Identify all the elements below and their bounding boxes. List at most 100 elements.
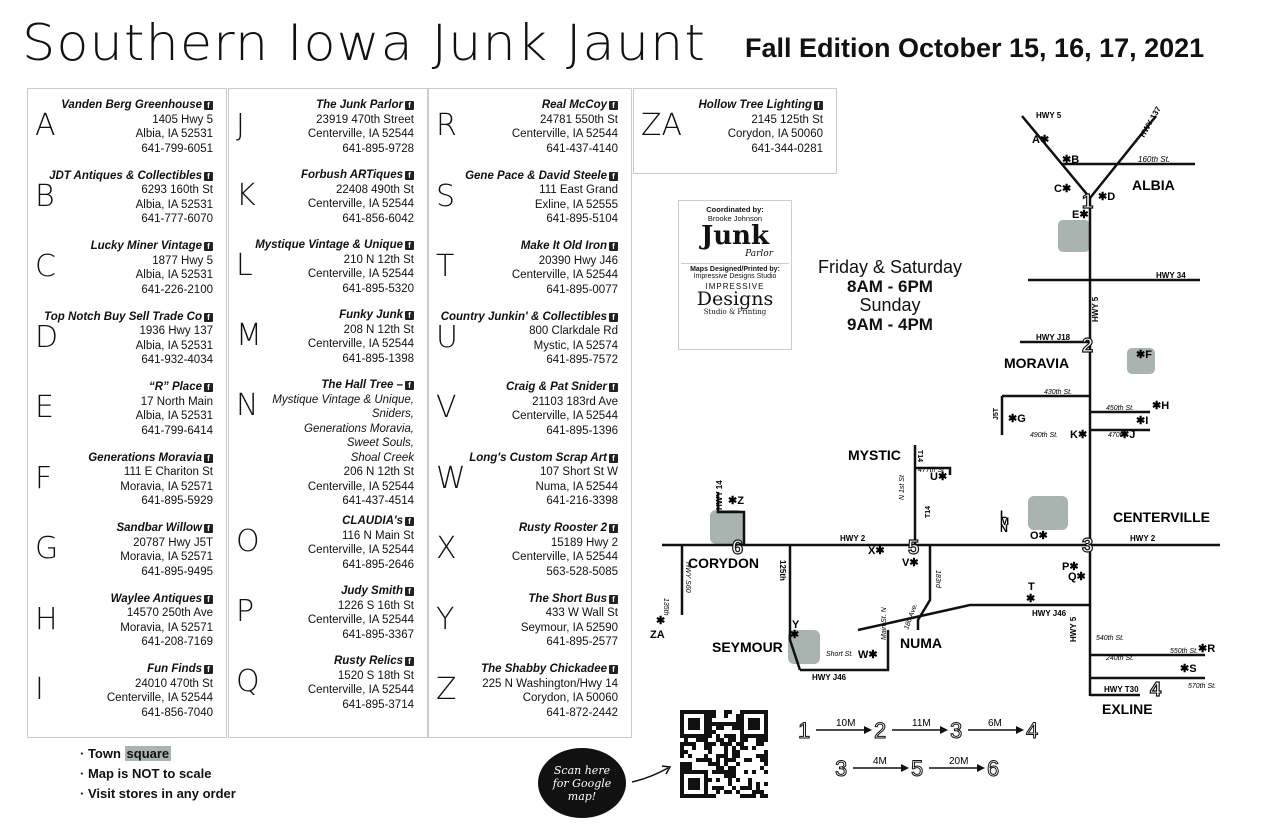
- store-letter: J: [236, 108, 245, 143]
- route-distance: 6M: [988, 718, 1002, 729]
- qr-code-icon[interactable]: [680, 710, 768, 798]
- area-map: ALBIAMORAVIAMYSTICCENTERVILLECORYDONSEYM…: [650, 105, 1220, 717]
- store-marker: ✱B: [1062, 154, 1079, 166]
- facebook-icon[interactable]: f: [405, 311, 414, 320]
- store-line: 641-799-6414: [141, 424, 213, 437]
- store-letter: I: [35, 672, 44, 707]
- hours: Friday & Saturday 8AM - 6PM Sunday 9AM -…: [805, 258, 975, 335]
- map-label: MYSTIC: [848, 447, 901, 463]
- facebook-icon[interactable]: f: [204, 171, 213, 181]
- store-column-2: [228, 88, 428, 738]
- map-label: HWY 2: [1130, 534, 1156, 543]
- store-line: 24781 550th St: [539, 113, 618, 126]
- map-label: 550th St.: [1170, 648, 1198, 655]
- facebook-icon[interactable]: f: [609, 383, 618, 392]
- map-label: EXLINE: [1102, 701, 1153, 717]
- studio-printing-logo: Studio & Printing: [703, 308, 767, 316]
- facebook-icon[interactable]: f: [204, 242, 213, 251]
- coordinator-name: Brooke Johnson: [707, 214, 763, 223]
- route-node: 4: [1026, 718, 1038, 743]
- note-town-square: · Town square: [80, 746, 172, 761]
- facebook-icon[interactable]: f: [204, 453, 213, 463]
- facebook-icon[interactable]: f: [609, 101, 618, 110]
- facebook-icon[interactable]: f: [204, 524, 213, 533]
- facebook-icon[interactable]: f: [609, 524, 618, 533]
- maps-by-label: Maps Designed/Printed by:: [690, 266, 780, 273]
- store-marker: X✱: [868, 545, 885, 557]
- facebook-icon[interactable]: f: [204, 594, 213, 604]
- store-note: Sweet Souls,: [346, 437, 414, 449]
- facebook-icon[interactable]: f: [814, 101, 823, 110]
- store-line: 641-895-2577: [546, 636, 618, 648]
- facebook-icon[interactable]: f: [405, 517, 414, 526]
- store-marker: ✱D: [1098, 191, 1115, 203]
- store-marker: C✱: [1054, 183, 1071, 195]
- map-label: T14: [925, 506, 932, 518]
- facebook-icon[interactable]: f: [609, 665, 618, 674]
- store-line: 641-895-7572: [546, 354, 618, 366]
- store-line: 641-872-2442: [546, 706, 618, 719]
- facebook-icon[interactable]: f: [204, 665, 213, 674]
- facebook-icon[interactable]: f: [609, 312, 618, 322]
- store-column-3: [428, 88, 632, 738]
- facebook-icon[interactable]: f: [405, 101, 414, 110]
- facebook-icon[interactable]: f: [204, 312, 213, 322]
- facebook-icon[interactable]: f: [609, 453, 618, 463]
- facebook-icon[interactable]: f: [405, 587, 414, 596]
- store-line: 111 E Chariton St: [123, 466, 213, 478]
- facebook-icon[interactable]: f: [405, 241, 414, 250]
- facebook-icon[interactable]: f: [204, 383, 213, 392]
- store-marker: A✱: [1032, 134, 1049, 146]
- store-marker: ✱: [1026, 593, 1035, 605]
- facebook-icon[interactable]: f: [609, 594, 618, 604]
- facebook-icon[interactable]: f: [405, 657, 414, 666]
- facebook-icon[interactable]: f: [609, 242, 618, 251]
- store-letter: F: [35, 460, 53, 496]
- facebook-icon[interactable]: f: [204, 101, 213, 110]
- store-line: Mystic, IA 52574: [533, 339, 618, 352]
- store-marker: ✱: [790, 629, 799, 641]
- store-line: 20787 Hwy J5T: [133, 536, 213, 549]
- store-letter: H: [35, 601, 58, 637]
- store-marker: ZA: [650, 629, 665, 641]
- facebook-icon[interactable]: f: [405, 171, 414, 180]
- map-label: HWY J18: [1036, 333, 1071, 342]
- edition-dates: Fall Edition October 15, 16, 17, 2021: [745, 33, 1205, 63]
- route-node-marker: 4: [1150, 679, 1162, 701]
- store-line: 641-895-1398: [342, 352, 414, 365]
- store-line: 563-528-5085: [546, 565, 618, 578]
- store-line: 433 W Wall St: [545, 607, 618, 619]
- map-label: HWY 5: [1036, 111, 1062, 120]
- store-marker: Q✱: [1068, 571, 1086, 583]
- short-st-road: [800, 630, 890, 672]
- store-line: 1226 S 16th St: [337, 599, 414, 612]
- store-marker: L: [1000, 509, 1007, 521]
- facebook-icon[interactable]: f: [609, 171, 618, 181]
- facebook-icon[interactable]: f: [405, 381, 414, 390]
- map-label: HWY J46: [812, 673, 847, 682]
- map-label: Main St. N: [881, 606, 888, 640]
